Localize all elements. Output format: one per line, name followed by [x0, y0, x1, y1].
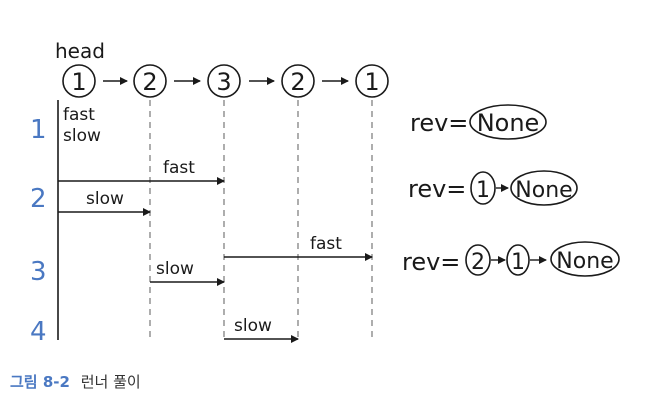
- list-node-value: 3: [216, 68, 231, 96]
- slow-pointer-label: slow: [86, 189, 124, 209]
- list-node: 3: [207, 64, 241, 98]
- list-node-value: 2: [142, 68, 157, 96]
- rev-state-step-1: rev= None: [410, 104, 547, 140]
- rev-state-step-2: rev= 1 None: [408, 170, 578, 206]
- list-node: 1: [62, 64, 96, 98]
- slow-pointer-label: slow: [156, 259, 194, 279]
- rev-label: rev=: [410, 109, 468, 137]
- figure-caption: 그림 8-2 런너 풀이: [10, 371, 141, 392]
- head-label: head: [55, 39, 105, 63]
- rev-label: rev=: [408, 175, 466, 203]
- list-node: 1: [355, 64, 389, 98]
- step-number: 3: [30, 257, 47, 287]
- list-node: 2: [281, 64, 315, 98]
- list-node: 2: [133, 64, 167, 98]
- rev-node-value: 2: [471, 250, 485, 275]
- list-node-value: 1: [364, 68, 379, 96]
- step-number: 2: [30, 184, 47, 214]
- step-number: 4: [30, 317, 47, 347]
- fast-pointer-label: fast: [163, 158, 195, 178]
- figure-number: 그림 8-2: [10, 373, 70, 391]
- rev-state-step-3: rev= 2 1 None: [402, 241, 620, 277]
- list-node-value: 1: [71, 68, 86, 96]
- rev-node-value: 1: [476, 178, 490, 203]
- figure-title: 런너 풀이: [80, 373, 141, 391]
- rev-node-none: None: [556, 249, 613, 274]
- rev-node-none: None: [515, 178, 572, 203]
- fast-pointer-label: fast: [310, 234, 342, 254]
- rev-node-value: 1: [511, 250, 525, 275]
- rev-node-none: None: [477, 109, 540, 137]
- rev-label: rev=: [402, 248, 460, 276]
- slow-pointer-label: slow: [234, 316, 272, 336]
- list-node-value: 2: [290, 68, 305, 96]
- step-number: 1: [30, 115, 47, 145]
- fast-pointer-label: fast: [63, 105, 95, 125]
- linked-list: 1 2 3 2 1: [62, 64, 389, 98]
- slow-pointer-label: slow: [63, 126, 101, 146]
